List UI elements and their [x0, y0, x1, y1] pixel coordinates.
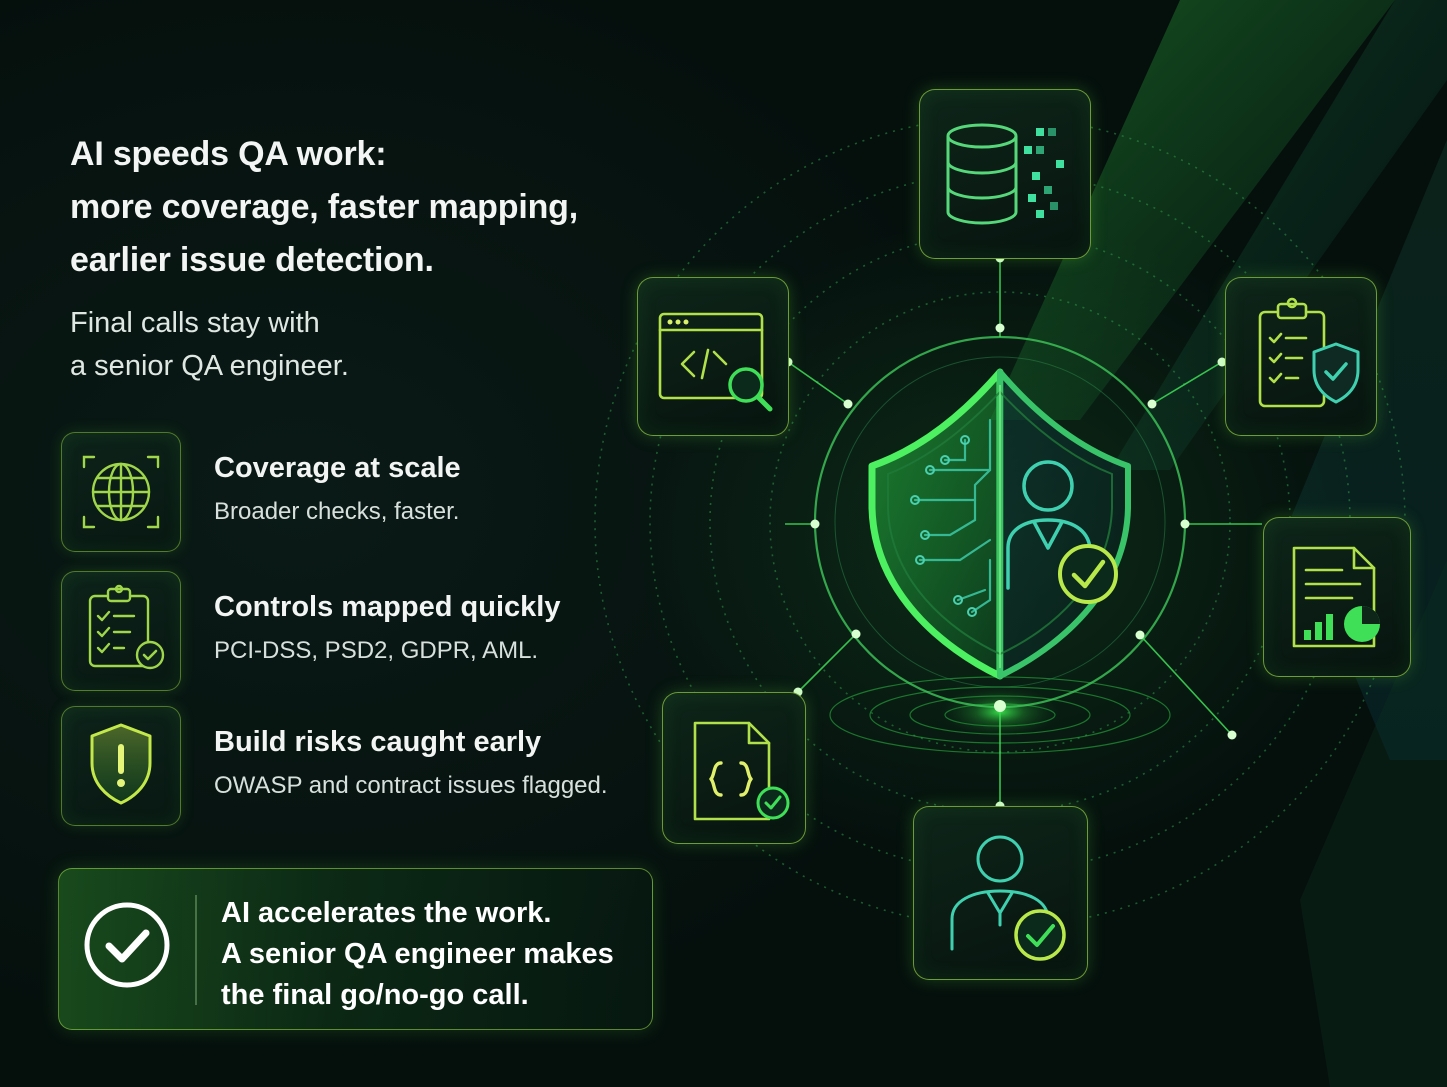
code-inspect-icon: [658, 312, 773, 412]
node-report-chart: [1263, 517, 1411, 677]
callout-line-3: the final go/no-go call.: [221, 979, 529, 1011]
feature-title: Coverage at scale: [214, 452, 461, 484]
shield-alert-icon: [61, 706, 181, 826]
feature-subtitle: OWASP and contract issues flagged.: [214, 772, 608, 799]
feature-build-risks: Build risks caught early OWASP and contr…: [61, 706, 661, 826]
subheadline-line-2: a senior QA engineer.: [70, 350, 349, 382]
subheadline: Final calls stay with a senior QA engine…: [70, 302, 349, 388]
node-code-inspect: [637, 277, 789, 436]
node-database: [919, 89, 1091, 259]
code-file-check-icon: [693, 721, 790, 821]
subheadline-line-1: Final calls stay with: [70, 307, 320, 339]
node-engineer-approval: [913, 806, 1088, 980]
summary-callout: AI accelerates the work. A senior QA eng…: [58, 868, 653, 1030]
feature-controls: Controls mapped quickly PCI-DSS, PSD2, G…: [61, 571, 661, 691]
callout-line-1: AI accelerates the work.: [221, 897, 552, 929]
node-code-file-check: [662, 692, 806, 844]
feature-title: Controls mapped quickly: [214, 591, 561, 623]
check-circle-icon: [84, 902, 170, 988]
callout-divider: [195, 895, 197, 1005]
callout-line-2: A senior QA engineer makes: [221, 938, 614, 970]
feature-subtitle: Broader checks, faster.: [214, 498, 460, 525]
globe-icon: [61, 432, 181, 552]
clipboard-check-icon: [61, 571, 181, 691]
node-clipboard-shield: [1225, 277, 1377, 436]
clipboard-shield-icon: [1258, 297, 1360, 408]
engineer-approval-icon: [950, 835, 1066, 961]
feature-title: Build risks caught early: [214, 726, 542, 758]
shield-ai-human-icon: [868, 368, 1131, 680]
database-icon: [946, 123, 1064, 225]
callout-text: AI accelerates the work. A senior QA eng…: [221, 893, 614, 1016]
report-chart-icon: [1292, 546, 1380, 648]
headline-line-3: earlier issue detection.: [70, 241, 434, 279]
headline-line-1: AI speeds QA work:: [70, 135, 387, 173]
headline-line-2: more coverage, faster mapping,: [70, 188, 578, 226]
headline: AI speeds QA work: more coverage, faster…: [70, 128, 578, 287]
feature-coverage: Coverage at scale Broader checks, faster…: [61, 432, 661, 552]
feature-subtitle: PCI-DSS, PSD2, GDPR, AML.: [214, 637, 539, 664]
